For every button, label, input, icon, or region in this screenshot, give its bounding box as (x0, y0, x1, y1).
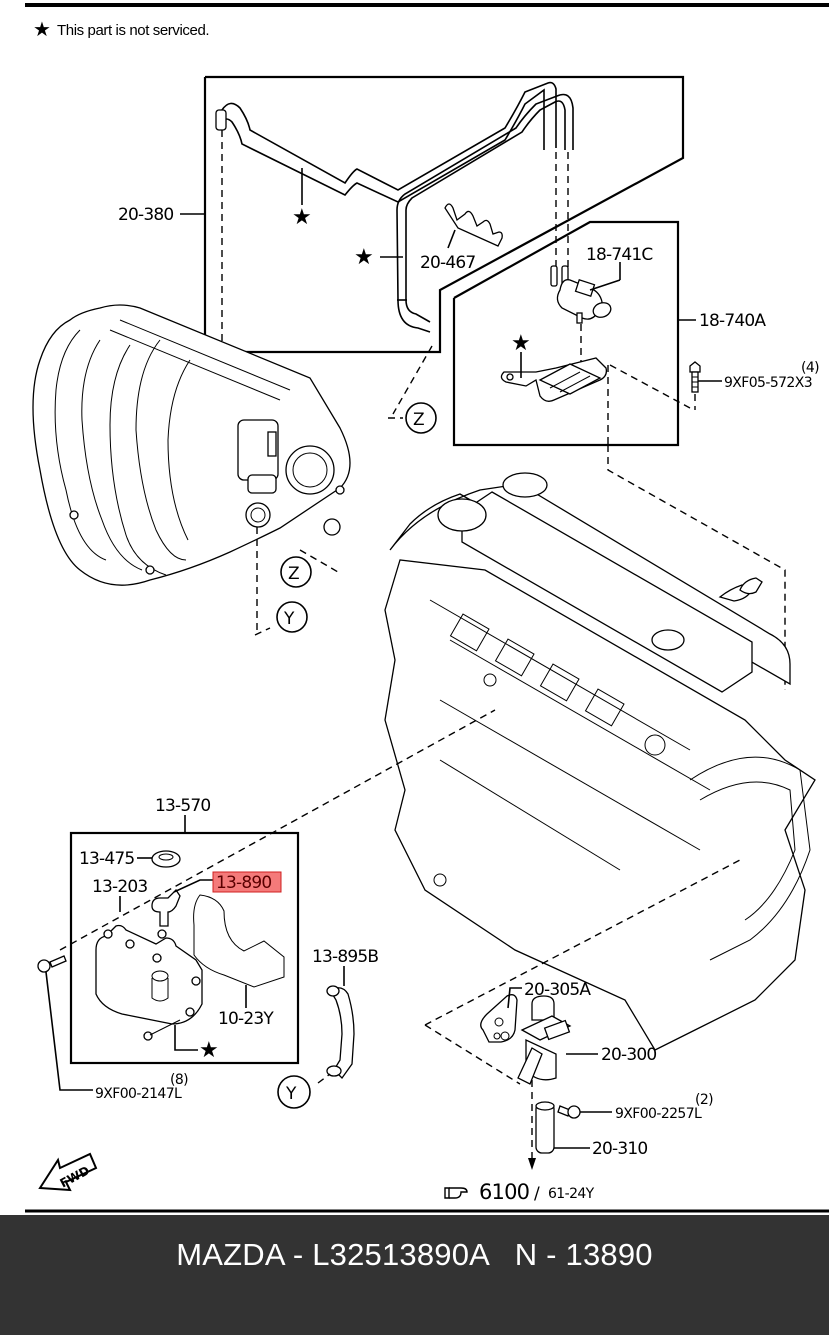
oil-separator-group-box: ★ (69, 831, 300, 1065)
egr-valve-assembly (424, 987, 612, 1170)
parts-diagram: ★ This part is not serviced. ★ ★ 20-380 … (25, 3, 829, 1213)
engine-block (384, 445, 816, 1051)
callout-13-475[interactable]: 13-475 (79, 849, 135, 869)
purge-solenoid-18-741c (550, 262, 621, 324)
callout-20-300[interactable]: 20-300 (601, 1045, 657, 1065)
connector-y-hose: Y (277, 1075, 311, 1109)
reference-main[interactable]: 6100 (479, 1180, 530, 1204)
legend: ★ This part is not serviced. (33, 19, 210, 41)
svg-text:Y: Y (283, 609, 295, 629)
connector-z-manifold: Z (280, 556, 312, 588)
solenoid-bracket (500, 357, 608, 402)
legend-star-icon: ★ (33, 19, 51, 41)
callout-20-310[interactable]: 20-310 (592, 1139, 648, 1159)
qty-9xf00-2257l: (2) (695, 1092, 713, 1108)
callout-9xf00-2147l[interactable]: 9XF00-2147L (95, 1086, 183, 1102)
fwd-arrow-icon: FWD (38, 1152, 98, 1192)
callout-13-570[interactable]: 13-570 (155, 796, 211, 816)
callout-20-305a[interactable]: 20-305A (524, 980, 592, 1000)
callout-18-741c[interactable]: 18-741C (586, 245, 653, 265)
callout-13-890[interactable]: 13-890 (216, 873, 272, 893)
callout-18-740a[interactable]: 18-740A (699, 311, 767, 331)
intake-manifold (32, 130, 351, 586)
reference-link[interactable]: 6100 / 61-24Y (444, 1180, 595, 1204)
star-icon: ★ (292, 204, 311, 229)
pointing-hand-icon (444, 1187, 468, 1199)
callout-20-380[interactable]: 20-380 (118, 205, 174, 225)
connector-z-top: Z (405, 402, 437, 434)
legend-text: This part is not serviced. (57, 22, 209, 39)
qty-9xf05-572x3: (4) (801, 360, 819, 376)
callout-13-895b[interactable]: 13-895B (312, 947, 379, 967)
hose-clip-20-467 (444, 203, 503, 249)
qty-9xf00-2147l: (8) (170, 1072, 188, 1088)
star-icon: ★ (199, 1037, 218, 1062)
callout-13-203[interactable]: 13-203 (92, 877, 148, 897)
callout-9xf05-572x3[interactable]: 9XF05-572X3 (724, 375, 813, 391)
part-number-title: MAZDA - L32513890A N - 13890 (176, 1237, 653, 1272)
footer-bar: MAZDA - L32513890A N - 13890 (0, 1215, 829, 1335)
reference-sub[interactable]: 61-24Y (548, 1186, 595, 1202)
svg-text:Y: Y (285, 1084, 297, 1104)
star-icon: ★ (354, 244, 373, 269)
highlight-13-890[interactable]: 13-890 (212, 871, 282, 893)
bolt-9xf05-572x3 (609, 361, 722, 410)
hose-13-895b (317, 966, 355, 1084)
callout-10-23y[interactable]: 10-23Y (218, 1009, 275, 1029)
svg-text:Z: Z (413, 410, 424, 430)
solenoid-group-box: ★ (452, 152, 696, 447)
reference-separator: / (534, 1184, 540, 1204)
callout-9xf00-2257l[interactable]: 9XF00-2257L (615, 1106, 703, 1122)
callout-20-467[interactable]: 20-467 (420, 253, 476, 273)
star-icon: ★ (511, 330, 530, 355)
svg-text:Z: Z (288, 564, 299, 584)
connector-y-manifold: Y (276, 601, 308, 633)
bolt-9xf00-2147l (37, 955, 93, 1091)
